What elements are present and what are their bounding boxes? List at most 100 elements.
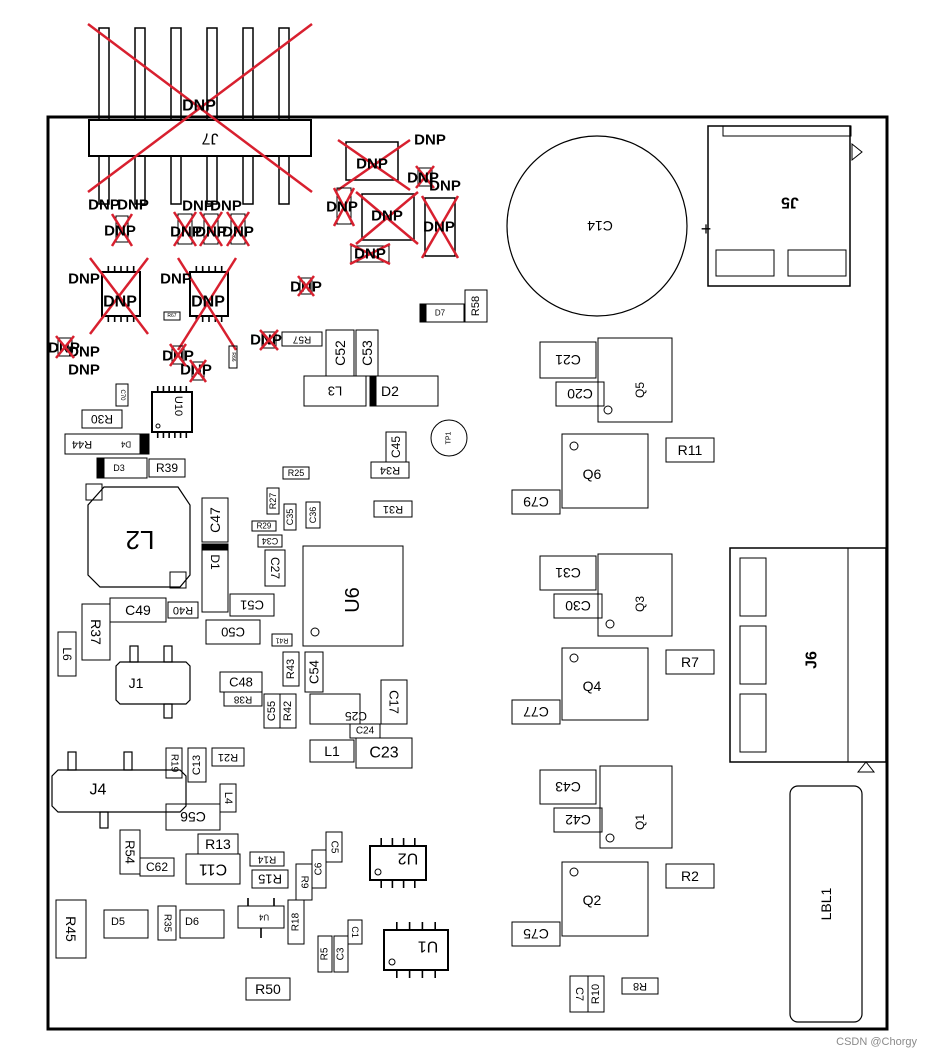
q6-body bbox=[561, 433, 649, 509]
r14-outline bbox=[249, 851, 285, 867]
r27-outline bbox=[266, 487, 280, 515]
dnp-left-7-marker: DNP bbox=[195, 224, 227, 241]
c27-outline bbox=[264, 549, 286, 587]
c36-outline bbox=[305, 501, 321, 529]
q2-pin1-dot bbox=[569, 867, 579, 877]
l6-label: L6 bbox=[60, 647, 74, 661]
r31-label: R31 bbox=[383, 503, 403, 515]
u2-body bbox=[369, 845, 427, 881]
dnp-left-7-outline bbox=[203, 213, 219, 245]
c77-outline bbox=[511, 699, 561, 725]
dnp-left-1-marker: DNP bbox=[88, 197, 120, 214]
c1-label: C1 bbox=[350, 926, 360, 938]
d2-label: D2 bbox=[381, 383, 399, 399]
q4-body bbox=[561, 647, 649, 721]
q3-body bbox=[597, 553, 673, 637]
c21-outline bbox=[539, 341, 597, 379]
r45-label: R45 bbox=[63, 916, 79, 942]
j4-pin-top-1 bbox=[67, 751, 77, 771]
c17-outline bbox=[380, 679, 408, 725]
l2-tab-bottom bbox=[169, 571, 187, 589]
dnp-ic-left-marker: DNP bbox=[103, 294, 137, 311]
c47-outline bbox=[201, 497, 229, 543]
c35-label: C35 bbox=[285, 509, 295, 526]
j1-label: J1 bbox=[129, 675, 144, 691]
dnp-part-g-marker: DNP bbox=[423, 219, 455, 236]
r43-outline bbox=[282, 651, 300, 687]
r38-outline bbox=[223, 691, 263, 707]
d1-cathode-band bbox=[201, 543, 229, 551]
r21-outline bbox=[211, 747, 245, 767]
c49-label: C49 bbox=[125, 602, 151, 618]
j5-body bbox=[707, 125, 851, 287]
j5-top-rail bbox=[722, 125, 852, 137]
q4-label: Q4 bbox=[583, 678, 602, 694]
dnp-ic-left-side-marker: DNP bbox=[68, 271, 100, 288]
dnp-left-4-marker: DNP bbox=[182, 198, 214, 215]
j7-dnp-cross-b bbox=[87, 23, 313, 193]
l2-tab-top bbox=[85, 483, 103, 501]
r21-label: R21 bbox=[218, 751, 238, 763]
dnp-left-2-marker: DNP bbox=[117, 197, 149, 214]
q2-body bbox=[561, 861, 649, 937]
c70-label: C70 bbox=[119, 389, 125, 401]
dnp-left-3-marker: DNP bbox=[104, 223, 136, 240]
c50-label: C50 bbox=[221, 625, 245, 640]
j7-pin-bot-4 bbox=[206, 155, 218, 205]
u6-body bbox=[302, 545, 404, 647]
dnp-left-6-marker: DNP bbox=[170, 224, 202, 241]
r58-outline bbox=[464, 289, 488, 323]
dnp-small-outline bbox=[299, 277, 313, 295]
dnp-left-8-marker: DNP bbox=[222, 224, 254, 241]
c3-label: C3 bbox=[336, 947, 347, 960]
r7-outline bbox=[665, 649, 715, 675]
d7-label: D7 bbox=[435, 309, 446, 318]
c25-body bbox=[309, 693, 361, 725]
c62-label: C62 bbox=[146, 860, 168, 874]
u10-pin1-dot bbox=[155, 423, 161, 429]
c53-outline bbox=[355, 329, 379, 377]
dnp-left-5-marker: DNP bbox=[210, 198, 242, 215]
r25-label: R25 bbox=[288, 468, 305, 478]
r66-outline bbox=[228, 345, 238, 369]
r5-outline bbox=[317, 935, 333, 973]
r35-outline bbox=[157, 905, 177, 941]
dnp-left-12-outline bbox=[171, 345, 185, 365]
c48-label: C48 bbox=[229, 675, 253, 690]
j7-pin-bot-3 bbox=[170, 155, 182, 205]
r37-outline bbox=[81, 603, 111, 661]
r45-outline bbox=[55, 899, 87, 959]
c34-outline bbox=[257, 534, 283, 548]
dnp-left-13-cross-b bbox=[188, 359, 208, 383]
r54-label: R54 bbox=[123, 840, 138, 864]
r29-outline bbox=[251, 520, 277, 532]
dnp-ic-right-marker: DNP bbox=[191, 294, 225, 311]
dnp-part-a-marker: DNP bbox=[356, 156, 388, 173]
q5-label: Q5 bbox=[633, 382, 647, 398]
c31-outline bbox=[539, 555, 597, 591]
dnp-left-10-marker: DNP bbox=[68, 344, 100, 361]
r25-outline bbox=[282, 466, 310, 480]
u10-body bbox=[151, 391, 193, 433]
q2-label: Q2 bbox=[583, 892, 602, 908]
j6-label: J6 bbox=[804, 651, 821, 669]
c23-label: C23 bbox=[369, 745, 398, 762]
l3-label: L3 bbox=[328, 384, 342, 399]
r18-outline bbox=[287, 899, 305, 945]
u1-label: U1 bbox=[418, 938, 439, 955]
dnp-part-c-marker: DNP bbox=[407, 170, 439, 187]
j7-pin-bot-5 bbox=[242, 155, 254, 205]
c43-label: C43 bbox=[555, 779, 581, 795]
r7-label: R7 bbox=[681, 654, 699, 670]
c50-outline bbox=[205, 619, 261, 645]
r67-label: R67 bbox=[167, 313, 176, 319]
r57-outline bbox=[281, 331, 323, 347]
j1-body bbox=[115, 661, 191, 705]
c42-outline bbox=[553, 807, 603, 833]
c42-label: C42 bbox=[565, 812, 591, 828]
dnp-ic-right-cross-b bbox=[176, 257, 238, 351]
c1-outline bbox=[347, 919, 363, 945]
c79-label: C79 bbox=[523, 494, 549, 510]
c13-outline bbox=[187, 747, 207, 783]
q5-pin1-dot bbox=[603, 405, 613, 415]
